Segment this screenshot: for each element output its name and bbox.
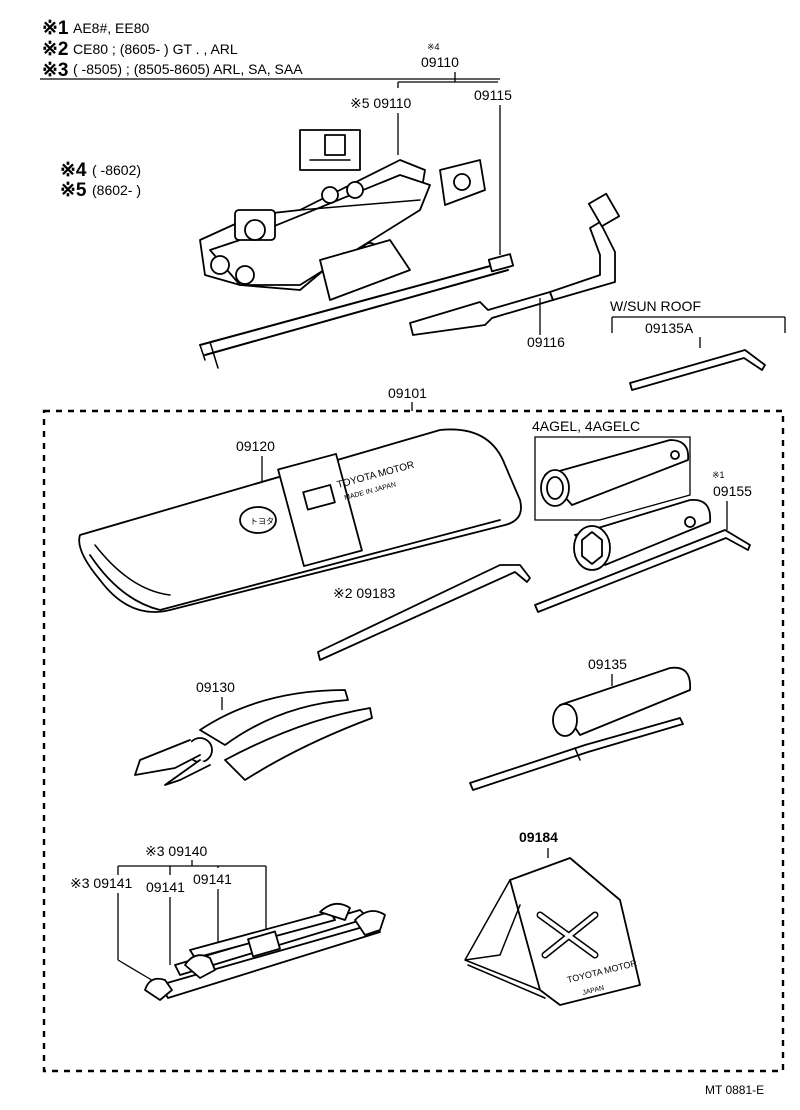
wrench-set-09141 <box>144 902 386 1001</box>
callout-09184: 09184 <box>519 829 558 845</box>
wheel-nut-wrench-09116 <box>409 192 621 336</box>
note-4-text: ( -8602) <box>92 162 141 178</box>
callout-09183: ※2 09183 <box>333 585 396 601</box>
callout-09101: 09101 <box>388 385 427 401</box>
callout-09141-a: ※3 09141 <box>70 875 133 891</box>
callout-09135A: 09135A <box>645 320 694 336</box>
callout-09110-star4: 09110 <box>421 54 459 70</box>
sunroof-handle-09135A <box>629 349 766 391</box>
jack-handle-09115 <box>199 253 515 369</box>
note-2-text: CE80 ; (8605- ) GT . , ARL <box>73 41 238 57</box>
note-2-mark: ※2 <box>42 39 69 60</box>
screwdriver-09135 <box>469 666 692 791</box>
spark-plug-wrench-09155 <box>534 499 751 613</box>
callout-09140: ※3 09140 <box>145 843 208 859</box>
warning-triangle-09184 <box>464 857 641 1006</box>
note-1-mark: ※1 <box>42 18 69 39</box>
note-4-mark: ※4 <box>60 160 87 181</box>
note-1-text: AE8#, EE80 <box>73 20 149 36</box>
callout-09120: 09120 <box>236 438 275 454</box>
callout-09141-c: 09141 <box>193 871 232 887</box>
scissor-jack <box>199 129 486 301</box>
callout-09155: 09155 <box>713 483 752 499</box>
footer-code: MT 0881-E <box>705 1083 764 1097</box>
sunroof-title: W/SUN ROOF <box>610 298 701 314</box>
tool-kit-boundary-09101 <box>42 409 785 1073</box>
callout-09141-b: 09141 <box>146 879 185 895</box>
callout-09155-mark: ※1 <box>712 470 725 480</box>
callout-09130: 09130 <box>196 679 235 695</box>
pliers-09130 <box>134 689 373 786</box>
note-5-mark: ※5 <box>60 180 87 201</box>
callout-09115: 09115 <box>474 87 512 103</box>
engine-title: 4AGEL, 4AGELC <box>532 418 640 434</box>
callout-09110-star5: ※5 09110 <box>350 95 412 111</box>
callout-09110-star4-mark: ※4 <box>427 42 440 52</box>
note-3-mark: ※3 <box>42 60 69 81</box>
applicability-notes: ※1 AE8#, EE80 ※2 CE80 ; (8605- ) GT . , … <box>40 18 500 201</box>
note-3-text: ( -8505) ; (8505-8605) ARL, SA, SAA <box>73 61 303 77</box>
tool-pouch-09120 <box>78 428 522 613</box>
note-5-text: (8602- ) <box>92 182 141 198</box>
callout-09116: 09116 <box>527 334 565 350</box>
screwdriver-handle-09183 <box>317 564 531 661</box>
spark-plug-wrench-4agel <box>540 439 690 507</box>
pouch-logo: トヨタ <box>250 517 274 526</box>
callout-09135: 09135 <box>588 656 627 672</box>
